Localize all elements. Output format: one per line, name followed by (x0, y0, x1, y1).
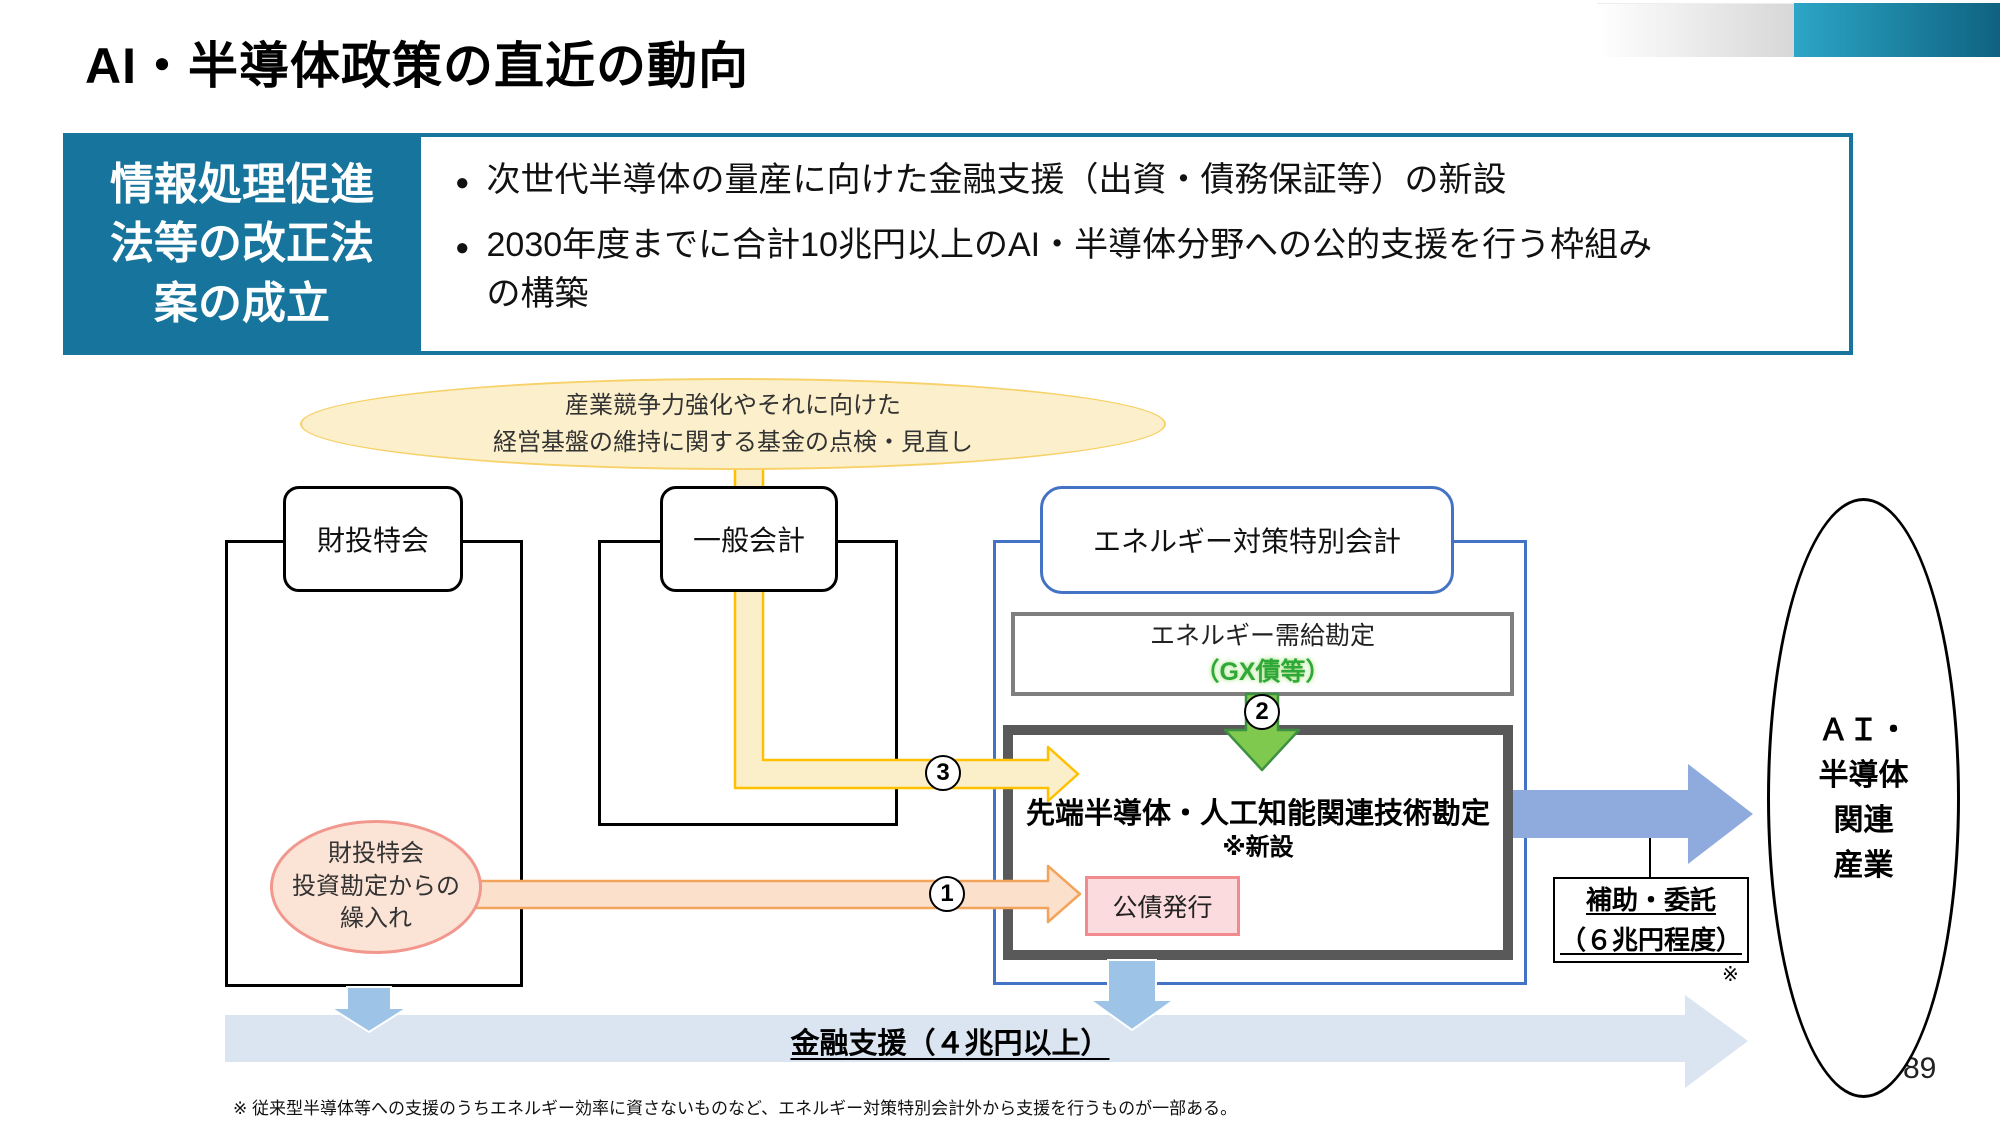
law-label-box: 情報処理促進 法等の改正法 案の成立 (63, 133, 421, 355)
bullet-item: ● 次世代半導体の量産に向けた金融支援（出資・債務保証等）の新設 (455, 156, 1825, 204)
arrow-label-2: 2 (1244, 694, 1280, 730)
financial-support-label: 金融支援（４兆円以上） (790, 1028, 1110, 1060)
fiscal-loan-label: 財投特会 (283, 486, 463, 592)
subsidy-note-mark: ※ (1722, 964, 1739, 986)
transfer-ellipse: 財投特会 投資勘定からの 繰入れ (270, 820, 482, 954)
arrow-label-3: 3 (925, 755, 961, 791)
bullet-icon: ● (455, 234, 470, 262)
arrow-fiscal-down (327, 986, 411, 1034)
fund-review-ellipse: 産業競争力強化やそれに向けた 経営基盤の維持に関する基金の点検・見直し (300, 378, 1166, 470)
page-title: AI・半導体政策の直近の動向 (85, 38, 749, 94)
advanced-account-text: 先端半導体・人工知能関連技術勘定 ※新設 (1006, 796, 1510, 864)
general-account-label: 一般会計 (660, 486, 838, 592)
header-bullets: ● 次世代半導体の量産に向けた金融支援（出資・債務保証等）の新設 ● 2030年… (455, 156, 1825, 335)
subsidy-box: 補助・委託 （６兆円程度） (1553, 877, 1749, 963)
arrow-label-1: 1 (929, 876, 965, 912)
energy-supply-demand-box: エネルギー需給勘定 （GX債等） (1011, 612, 1514, 696)
energy-special-account-label: エネルギー対策特別会計 (1040, 486, 1454, 594)
bullet-icon: ● (455, 169, 470, 196)
footnote: ※ 従来型半導体等への支援のうちエネルギー効率に資さないものなど、エネルギー対策… (233, 1099, 1238, 1118)
ai-industry-ellipse: ＡＩ・ 半導体 関連 産業 (1767, 498, 1960, 1098)
decor-bar-light (1597, 3, 1794, 57)
arrow-to-ai-industry (1513, 764, 1753, 864)
bond-issuance-box: 公債発行 (1085, 876, 1240, 936)
bullet-item: ● 2030年度までに合計10兆円以上のAI・半導体分野への公的支援を行う枠組み… (455, 221, 1825, 318)
advanced-account-title: 先端半導体・人工知能関連技術勘定 (1025, 798, 1490, 830)
decor-bar-teal (1794, 3, 2000, 57)
gx-bonds-label: （GX債等） (1194, 658, 1331, 686)
bullet-text: 次世代半導体の量産に向けた金融支援（出資・債務保証等）の新設 (486, 161, 1507, 199)
bullet-text: 2030年度までに合計10兆円以上のAI・半導体分野への公的支援を行う枠組みの構… (486, 226, 1653, 313)
energy-supply-demand-label: エネルギー需給勘定 (1149, 621, 1375, 650)
advanced-account-note: ※新設 (1222, 834, 1294, 861)
arrow-transfer-to-bond (468, 864, 1082, 924)
